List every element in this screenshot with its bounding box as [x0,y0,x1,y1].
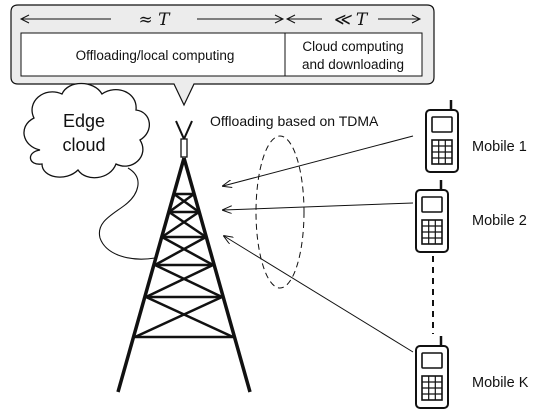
timeline-callout: ≈ T ≪ T Offloading/local computing Cloud… [10,4,435,107]
cloud-shape [23,82,150,179]
mobile-k [415,336,449,409]
cloud-to-tower-link [98,167,156,260]
phase-offload-label: Offloading/local computing [76,48,235,63]
phone-icon [425,100,459,173]
duration-long-arrow [19,14,285,24]
phase-cloud-label-line2: and downloading [302,57,404,72]
uplink-arrows [223,135,414,353]
antenna-icon [175,120,193,158]
edge-cloud-label-line1: Edge [63,111,105,131]
tdma-label: Offloading based on TDMA [210,113,379,129]
mobile-label: Mobile 2 [472,213,527,229]
mobile-1 [425,100,459,173]
phone-icon [415,180,449,253]
mobile-label: Mobile 1 [472,139,527,155]
uplink-arrow-2 [223,202,414,210]
duration-short-arrow [285,14,422,24]
phone-icon [415,336,449,409]
duration-short-label: ≪ T [333,10,369,30]
mobile-label: Mobile K [472,375,529,391]
base-station-tower [116,120,252,393]
edge-cloud: Edge cloud [23,82,156,260]
uplink-arrow-k [224,236,414,353]
tdma-group-ellipse [255,135,305,289]
phase-cloud-box [284,32,423,77]
edge-cloud-label-line2: cloud [62,135,105,155]
uplink-arrow-1 [223,135,414,186]
duration-long-label: ≈ T [139,10,172,30]
mobile-2 [415,180,449,253]
phase-cloud-label-line1: Cloud computing [302,39,403,54]
